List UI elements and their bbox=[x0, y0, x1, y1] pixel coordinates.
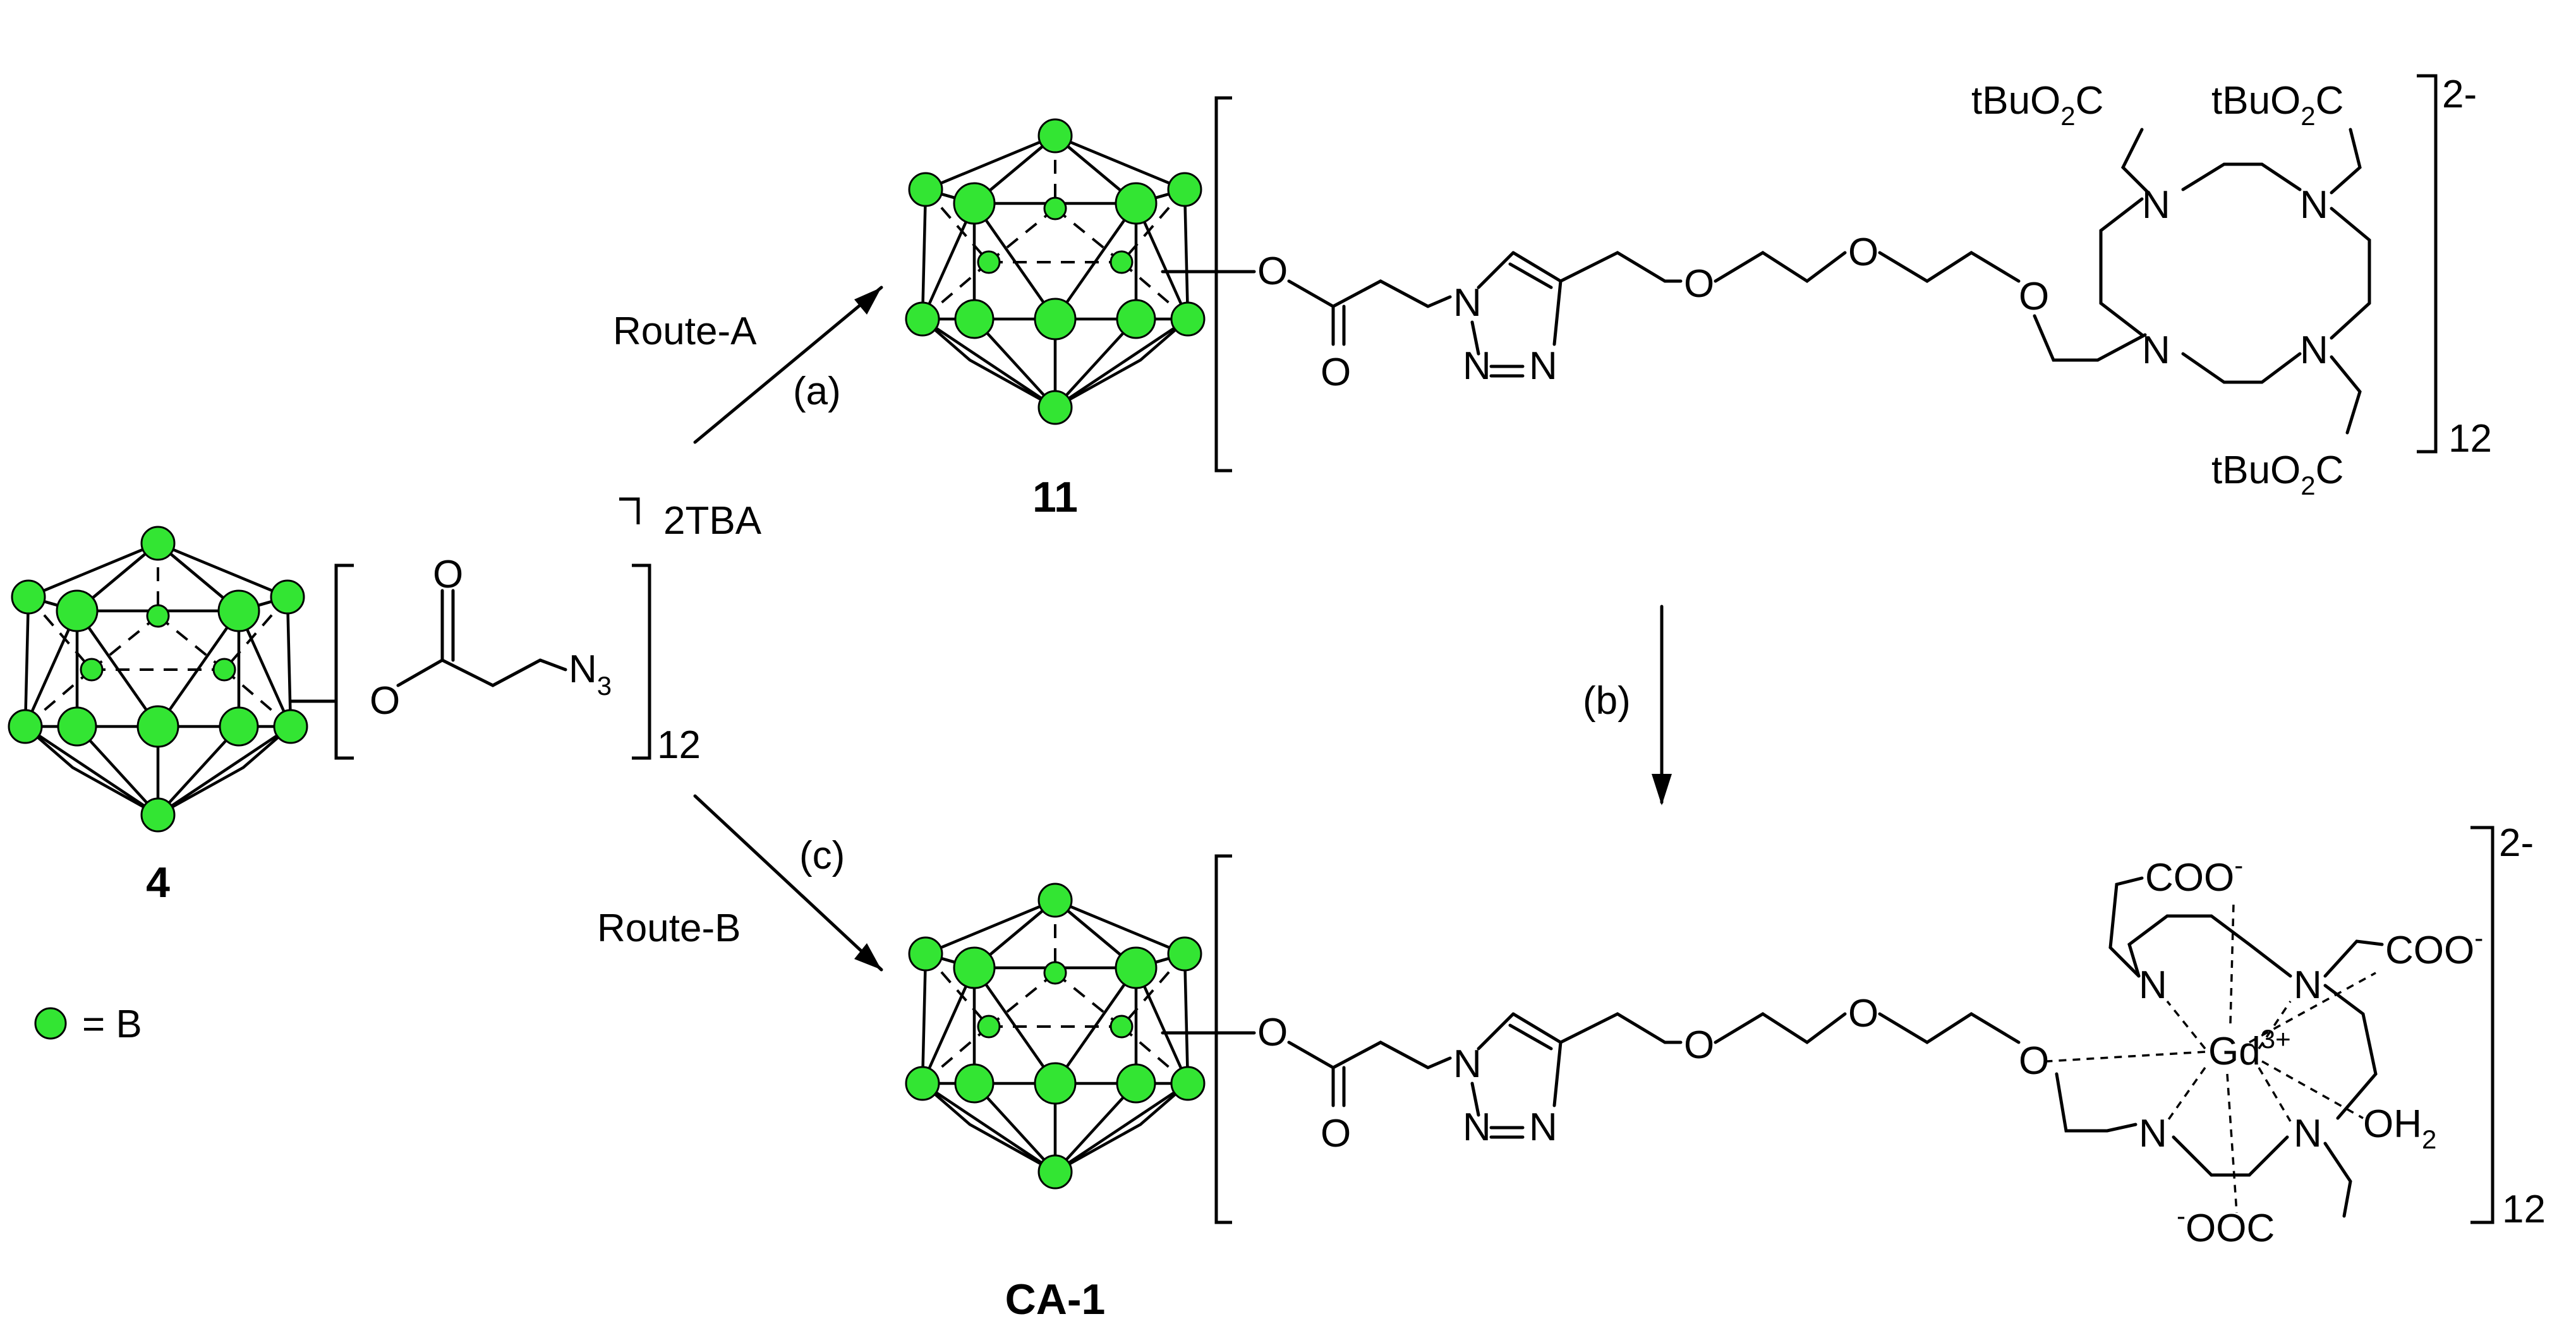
ester-oxygen: O bbox=[1257, 1011, 1288, 1054]
cyclen-n-bottom-left: N bbox=[2142, 328, 2170, 372]
compound-4: O O N3 12 2TBA 4 bbox=[9, 497, 762, 907]
ether-oxygen-2: O bbox=[1848, 231, 1878, 274]
complex-n-top-right: N bbox=[2294, 963, 2322, 1007]
step-b-label: (b) bbox=[1583, 679, 1631, 723]
compound-label-ca-1: CA-1 bbox=[1005, 1275, 1106, 1323]
charge-label: 2- bbox=[2499, 821, 2534, 865]
compound-ca-1: O O N N N O O O N N N N Gd3+ COO- COO- bbox=[906, 821, 2546, 1323]
carbonyl-oxygen: O bbox=[1321, 351, 1351, 394]
triazole-n3: N bbox=[1529, 1106, 1557, 1149]
complex-n-top-left: N bbox=[2139, 963, 2167, 1007]
step-a-label: (a) bbox=[793, 370, 841, 413]
step-c-label: (c) bbox=[799, 834, 845, 877]
compound-label-4: 4 bbox=[146, 859, 170, 907]
legend-text: = B bbox=[82, 1003, 142, 1046]
triazole-n3: N bbox=[1529, 344, 1557, 388]
boron-cluster-icon bbox=[906, 119, 1204, 424]
step-b-arrow: (b) bbox=[1583, 605, 1672, 805]
triazole-n1: N bbox=[1453, 1042, 1482, 1086]
legend: = B bbox=[34, 1003, 142, 1046]
counterion-label: 2TBA bbox=[663, 499, 762, 543]
carboxylate-2: COO- bbox=[2385, 923, 2483, 972]
route-a-label: Route-A bbox=[613, 310, 757, 353]
carboxylate-1: COO- bbox=[2145, 850, 2243, 900]
complex-n-bottom-right: N bbox=[2294, 1112, 2322, 1155]
ester-oxygen: O bbox=[370, 679, 400, 723]
carboxylate-3: -OOC bbox=[2177, 1201, 2275, 1250]
route-b-label: Route-B bbox=[597, 907, 741, 950]
ester-oxygen: O bbox=[1257, 250, 1288, 293]
complex-n-bottom-left: N bbox=[2139, 1112, 2167, 1155]
boron-cluster-icon bbox=[9, 527, 307, 831]
ether-oxygen-3: O bbox=[2019, 275, 2049, 318]
cyclen-n-bottom-right: N bbox=[2300, 328, 2328, 372]
repeat-count: 12 bbox=[2448, 417, 2492, 461]
route-a-arrow: Route-A (a) bbox=[613, 286, 883, 444]
ether-oxygen-1: O bbox=[1684, 1023, 1714, 1067]
gadolinium-ion: Gd3+ bbox=[2208, 1024, 2291, 1073]
boron-atom-icon bbox=[34, 1007, 67, 1040]
repeat-count: 12 bbox=[2502, 1188, 2546, 1231]
ether-oxygen-2: O bbox=[1848, 992, 1878, 1035]
repeat-count: 12 bbox=[657, 723, 701, 767]
azide-group: N3 bbox=[569, 648, 612, 701]
ether-oxygen-3: O bbox=[2019, 1039, 2049, 1083]
route-b-arrow: Route-B (c) bbox=[597, 794, 883, 972]
aqua-ligand: OH2 bbox=[2363, 1102, 2436, 1154]
ester-arm-2: tBuO2C bbox=[2211, 79, 2343, 131]
carbonyl-oxygen: O bbox=[1321, 1112, 1351, 1155]
ester-arm-1: tBuO2C bbox=[1971, 79, 2103, 131]
ester-arm-3: tBuO2C bbox=[2211, 449, 2343, 500]
cyclen-n-top-right: N bbox=[2300, 183, 2328, 227]
compound-label-11: 11 bbox=[1032, 473, 1078, 521]
triazole-n1: N bbox=[1453, 281, 1482, 325]
compound-11: O O N N N O O O N N N N tBuO2C bbox=[906, 73, 2492, 521]
carbonyl-oxygen: O bbox=[433, 553, 463, 596]
boron-cluster-icon bbox=[906, 884, 1204, 1188]
charge-label: 2- bbox=[2442, 73, 2477, 116]
ether-oxygen-1: O bbox=[1684, 262, 1714, 306]
